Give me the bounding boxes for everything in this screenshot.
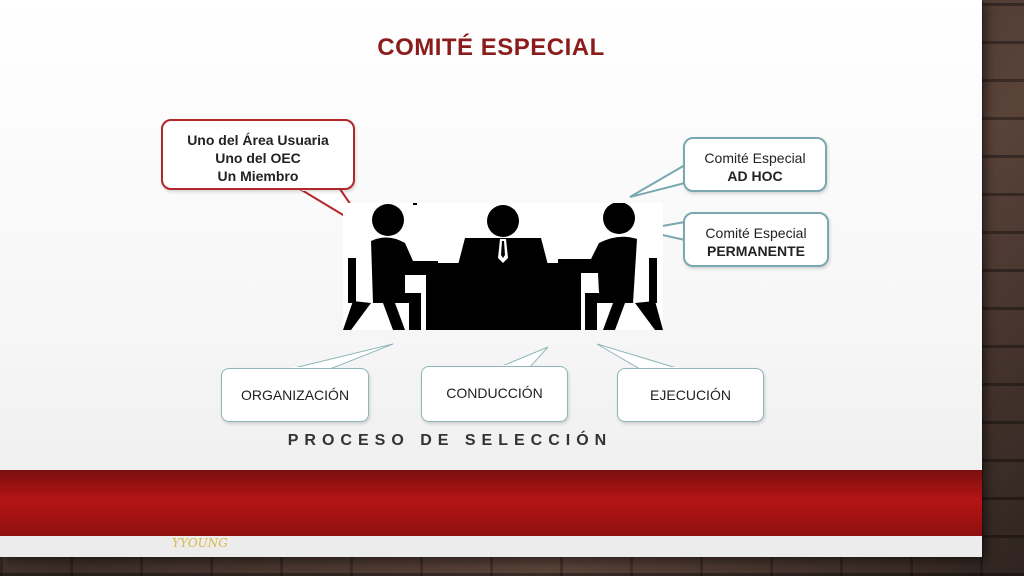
conduccion-bubble: CONDUCCIÓN [421,366,568,422]
page-title: COMITÉ ESPECIAL [377,34,605,61]
permanente-bubble: Comité Especial PERMANENTE [683,212,829,267]
adhoc-bubble-tail [629,163,686,198]
footer-band [0,470,982,536]
users-line-2: Uno del OEC [215,150,301,166]
process-label: PROCESO DE SELECCIÓN [287,432,613,449]
ejecucion-bubble-tail [596,343,681,370]
adhoc-bubble: Comité Especial AD HOC [683,137,827,192]
adhoc-line-2: AD HOC [727,168,783,184]
organizacion-bubble-tail [289,343,394,370]
ejecucion-bubble: EJECUCIÓN [617,368,764,422]
signature: YYOUNG [172,536,228,550]
permanente-line-1: Comité Especial [705,225,807,241]
conduccion-bubble-tail [499,346,549,368]
organizacion-bubble: ORGANIZACIÓN [221,368,369,422]
adhoc-line-1: Comité Especial [704,150,806,166]
permanente-line-2: PERMANENTE [706,243,805,259]
slide: COMITÉ ESPECIAL [0,0,982,557]
users-line-3: Un Miembro [217,168,299,184]
users-bubble: Uno del Área Usuaria Uno del OEC Un Miem… [161,119,355,190]
meeting-people-icon [343,202,663,330]
users-line-1: Uno del Área Usuaria [187,132,329,148]
